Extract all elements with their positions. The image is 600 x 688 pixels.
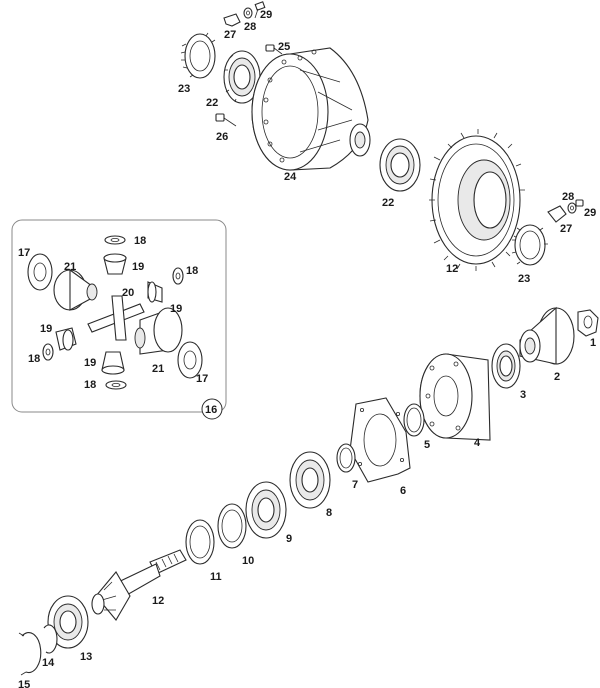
part-2-flange [519,306,575,365]
callout-24: 24 [284,171,297,183]
part-6-gasket [349,397,411,483]
callout-17: 17 [18,247,30,259]
part-26-bolt [215,113,237,127]
callout-11: 11 [210,571,222,583]
callout-21: 21 [152,363,164,375]
part-29-bolt-right [575,199,584,207]
callout-12: 12 [446,263,458,275]
part-28-washer-top [243,7,253,19]
callout-13: 13 [80,651,92,663]
part-23-adjuster-ring-right [511,224,548,266]
callout-19: 19 [170,303,182,315]
callout-12: 12 [152,595,164,607]
callout-18: 18 [134,235,146,247]
part-15-snap-ring [18,632,42,676]
callout-23: 23 [518,273,530,285]
callout-2: 2 [554,371,560,383]
callout-5: 5 [424,439,430,451]
callout-1: 1 [590,337,596,349]
part-25-bolt [265,44,283,55]
callout-3: 3 [520,389,526,401]
callout-16: 16 [205,404,217,416]
callout-19: 19 [132,261,144,273]
callout-26: 26 [216,131,228,143]
callout-15: 15 [18,679,30,688]
callout-10: 10 [242,555,254,567]
part-10-shim [217,503,247,549]
part-27-lockplate-right [547,205,567,223]
part-3-seal [491,343,521,389]
part-4-retainer-housing [419,353,491,441]
part-27-lockplate-top [223,13,241,27]
callout-19: 19 [84,357,96,369]
part-9-bearing [245,481,287,539]
callout-6: 6 [400,485,406,497]
callout-9: 9 [286,533,292,545]
part-8-bearing [289,451,331,509]
callout-22: 22 [206,97,218,109]
part-22-bearing-top [223,50,261,104]
part-23-adjuster-ring-top [180,32,216,79]
callout-4: 4 [474,437,481,449]
callout-27: 27 [560,223,572,235]
part-29-bolt-top [254,1,266,19]
callout-28: 28 [562,191,574,203]
callout-23: 23 [178,83,190,95]
part-7-spacer [336,443,356,473]
part-24-differential-case [251,47,371,171]
part-14-snap-ring [43,624,58,654]
callout-27: 27 [224,29,236,41]
callout-19: 19 [40,323,52,335]
callout-29: 29 [260,9,272,21]
callout-18: 18 [84,379,96,391]
callout-18: 18 [186,265,198,277]
part-12-drive-pinion [91,549,187,621]
callout-14: 14 [42,657,55,669]
callout-18: 18 [28,353,40,365]
part-12-ring-gear [429,129,525,271]
callout-17: 17 [196,373,208,385]
part-11-spacer-ring [185,519,215,565]
callout-8: 8 [326,507,332,519]
callout-21: 21 [64,261,76,273]
part-5-o-ring [403,403,425,437]
callout-25: 25 [278,41,290,53]
part-28-washer-right [567,202,577,214]
part-13-bearing [47,595,89,649]
callout-28: 28 [244,21,256,33]
callout-29: 29 [584,207,596,219]
inset-panel-differential-gears [11,219,227,420]
callout-7: 7 [352,479,358,491]
callout-22: 22 [382,197,394,209]
part-22-bearing-right [379,138,421,192]
part-1-nut [577,309,599,337]
callout-20: 20 [122,287,134,299]
